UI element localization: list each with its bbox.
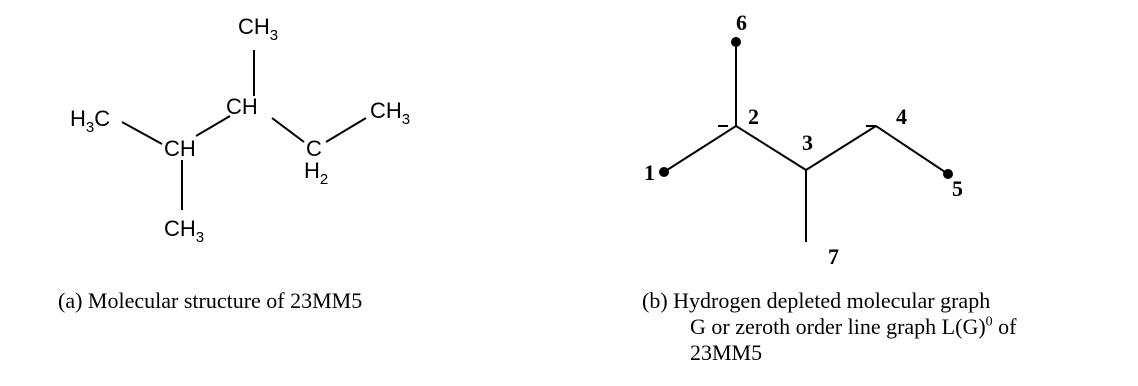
group-h2-c4: H2 <box>304 158 328 188</box>
caption-a: (a) Molecular structure of 23MM5 <box>58 288 363 313</box>
edge-n3-n4 <box>805 125 877 171</box>
bond-h3c-ch <box>121 121 163 145</box>
group-h3c-left: H3C <box>70 106 110 136</box>
bond-ch-ch2 <box>271 117 305 143</box>
group-ch-c2: CH <box>164 136 196 161</box>
edge-n1-n2 <box>663 125 737 173</box>
vertex-dot-5 <box>943 169 953 179</box>
group-ch3-top: CH3 <box>238 14 278 44</box>
caption-b-line2: G or zeroth order line graph L(G)0 of <box>690 314 1017 339</box>
group-ch3-bottom: CH3 <box>164 216 204 246</box>
group-ch3-right: CH3 <box>370 98 410 128</box>
bond-ch2-ch3 <box>325 117 367 143</box>
caption-b-line1: (b) Hydrogen depleted molecular graph <box>642 288 991 313</box>
vertex-label-2: 2 <box>748 104 759 129</box>
vertex-label-1: 1 <box>644 160 655 185</box>
vertex-label-6: 6 <box>736 10 747 35</box>
vertex-label-5: 5 <box>952 176 963 201</box>
group-c-c4: C <box>306 136 322 161</box>
vertex-dot-6 <box>731 37 741 47</box>
edge-n2-n3 <box>735 125 807 171</box>
bond-ch-ch <box>195 115 231 137</box>
caption-b-line3: 23MM5 <box>690 340 763 365</box>
vertex-label-7: 7 <box>828 244 839 269</box>
group-ch-c3: CH <box>226 94 258 119</box>
vertex-dot-1 <box>659 167 669 177</box>
edge-n4-n5 <box>875 125 949 175</box>
molecular-structure <box>121 50 367 210</box>
hydrogen-depleted-graph: 1 2 3 4 5 6 7 <box>644 10 963 269</box>
vertex-label-4: 4 <box>896 104 907 129</box>
vertex-label-3: 3 <box>802 130 813 155</box>
